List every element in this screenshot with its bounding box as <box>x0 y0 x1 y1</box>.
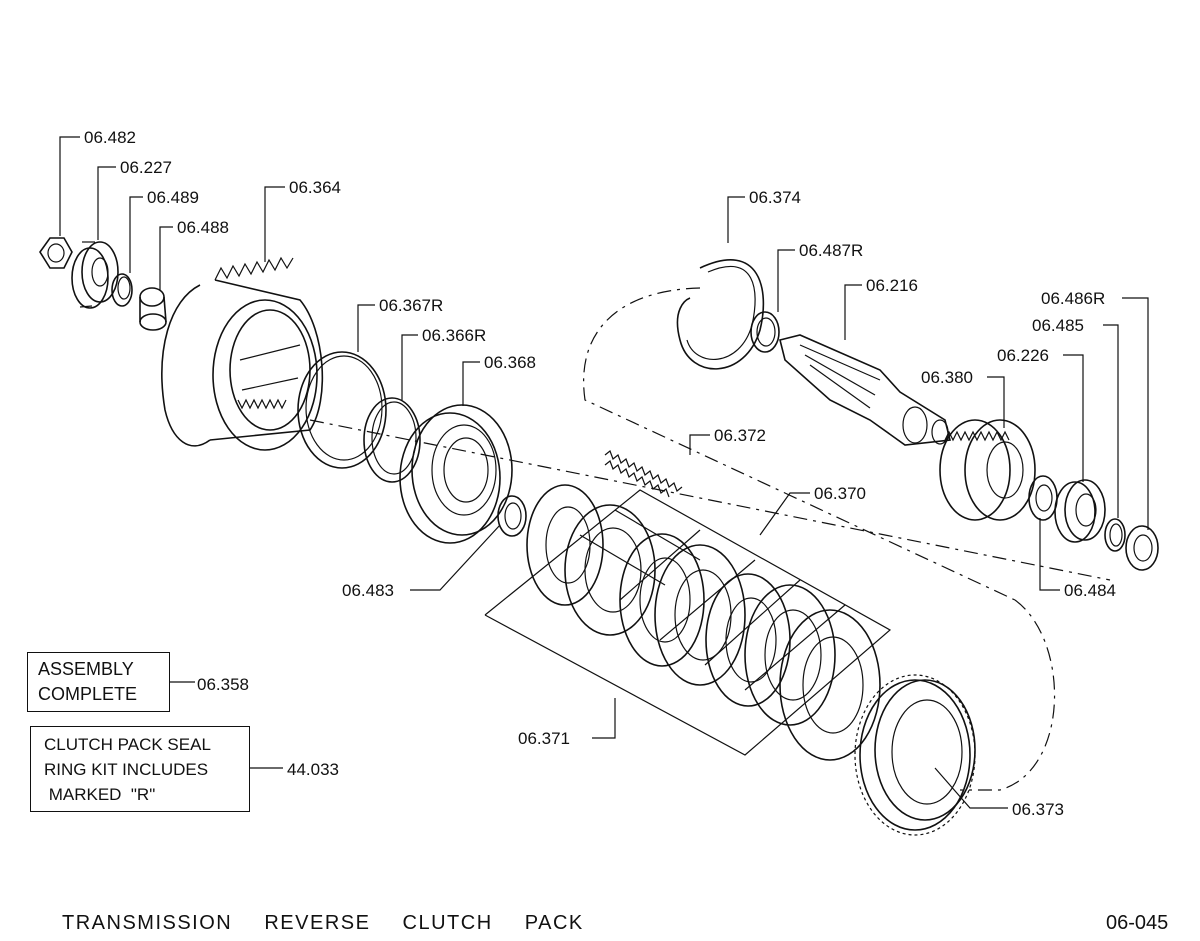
label-06-366R: 06.366R <box>422 326 486 345</box>
label-06-226: 06.226 <box>997 346 1049 365</box>
label-06-371: 06.371 <box>518 729 570 748</box>
label-06-367R: 06.367R <box>379 296 443 315</box>
seal-kit-line-3: MARKED "R" <box>44 785 156 804</box>
part-artwork <box>39 237 1159 836</box>
label-06-372: 06.372 <box>714 426 766 445</box>
shaft-06-216 <box>779 334 951 446</box>
ring-06-487R <box>750 311 780 353</box>
page-code: 06-045 <box>1106 912 1169 934</box>
label-44-033: 44.033 <box>287 760 339 779</box>
retainer-06-483 <box>497 495 527 537</box>
seal-kit-box: CLUTCH PACK SEAL RING KIT INCLUDES MARKE… <box>30 726 250 812</box>
label-06-485: 06.485 <box>1032 316 1084 335</box>
part-number-labels: 06.482 06.227 06.489 06.488 06.364 06.36… <box>84 128 1116 819</box>
label-06-486R: 06.486R <box>1041 289 1105 308</box>
gear-06-380 <box>939 419 1036 521</box>
rear-bearing-set <box>1028 475 1159 571</box>
assembly-line-2: COMPLETE <box>38 684 138 704</box>
gear-06-373 <box>854 674 976 836</box>
label-06-368: 06.368 <box>484 353 536 372</box>
label-06-487R: 06.487R <box>799 241 863 260</box>
leader-lines <box>59 136 1149 809</box>
label-06-374: 06.374 <box>749 188 801 207</box>
housing-outline <box>309 287 1111 791</box>
snap-ring-06-489 <box>111 273 133 307</box>
clutch-plates-stack <box>526 484 881 761</box>
assembly-complete-box: ASSEMBLY COMPLETE <box>27 652 170 712</box>
label-06-482: 06.482 <box>84 128 136 147</box>
spacer-06-488 <box>139 287 167 331</box>
label-06-488: 06.488 <box>177 218 229 237</box>
seal-ring-06-366R <box>363 397 421 483</box>
label-06-358: 06.358 <box>197 675 249 694</box>
label-06-484: 06.484 <box>1064 581 1116 600</box>
seal-kit-line-1: CLUTCH PACK SEAL <box>44 735 211 754</box>
hex-nut-06-482 <box>39 237 73 269</box>
label-06-380: 06.380 <box>921 368 973 387</box>
label-06-216: 06.216 <box>866 276 918 295</box>
clutch-drum-06-364 <box>161 256 324 451</box>
plate-group-brackets <box>484 489 892 756</box>
piston-06-368 <box>399 404 513 544</box>
assembly-line-1: ASSEMBLY <box>38 659 134 679</box>
seal-kit-line-2: RING KIT INCLUDES <box>44 760 209 779</box>
label-06-364: 06.364 <box>289 178 341 197</box>
label-06-489: 06.489 <box>147 188 199 207</box>
spring-06-372 <box>604 450 683 498</box>
label-06-227: 06.227 <box>120 158 172 177</box>
snap-ring-06-374 <box>676 259 765 370</box>
label-06-370: 06.370 <box>814 484 866 503</box>
diagram-title: TRANSMISSION REVERSE CLUTCH PACK <box>62 912 584 934</box>
label-06-373: 06.373 <box>1012 800 1064 819</box>
bearing-06-227 <box>71 241 119 309</box>
label-06-483: 06.483 <box>342 581 394 600</box>
